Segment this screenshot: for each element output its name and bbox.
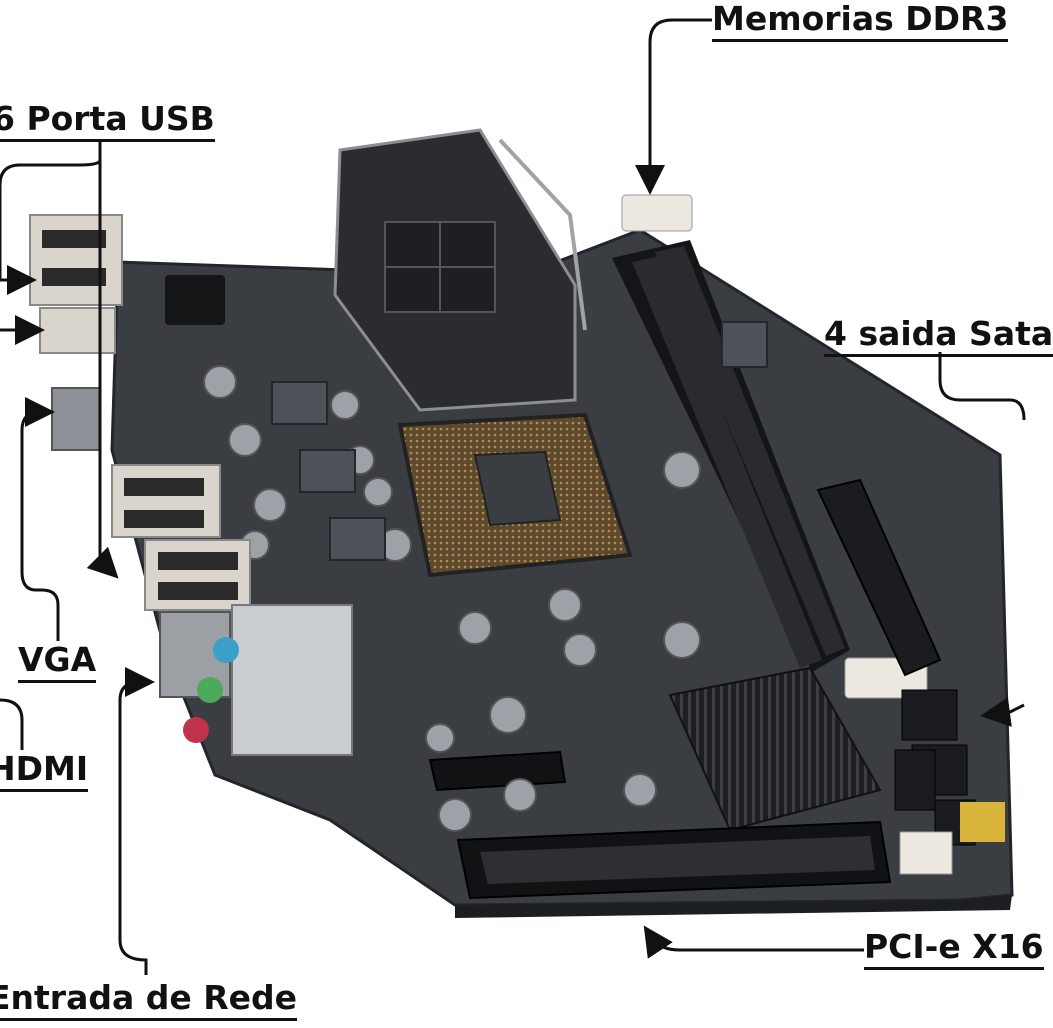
cpu-socket-frame	[333, 128, 587, 412]
atx-power-connector	[816, 478, 942, 677]
label-sata-ports: 4 saida Sata	[824, 315, 1053, 357]
cpu-socket-pins	[397, 412, 633, 578]
motherboard-photo	[0, 18, 1026, 975]
callout-lines	[0, 18, 1026, 975]
audio-blue-jack	[213, 637, 239, 663]
ddr3-slots	[612, 194, 928, 699]
label-pcie-x16: PCI-e X16	[864, 928, 1044, 970]
cpu-power-connector	[165, 275, 225, 325]
capacitors	[203, 365, 701, 832]
front-panel-header	[899, 802, 1005, 875]
vga-port	[51, 387, 101, 451]
dimm-latch-top	[621, 194, 693, 232]
rear-io-panel	[29, 214, 353, 756]
audio-pink-jack	[183, 717, 209, 743]
pcie-x16-slot	[456, 820, 892, 900]
label-hdmi: HDMI	[0, 750, 89, 792]
usb-port-top	[29, 214, 123, 306]
label-vga: VGA	[18, 641, 97, 683]
pcie-x1-slot	[428, 750, 567, 792]
label-network: Entrada de Rede	[0, 979, 298, 1021]
label-ddr3-memory: Memorias DDR3	[712, 0, 1009, 42]
chipset-heatsink	[668, 666, 882, 832]
audio-green-jack	[197, 677, 223, 703]
audio-block	[231, 604, 353, 756]
label-usb-ports: 6 Porta USB	[0, 100, 215, 142]
power-chokes	[271, 321, 768, 561]
